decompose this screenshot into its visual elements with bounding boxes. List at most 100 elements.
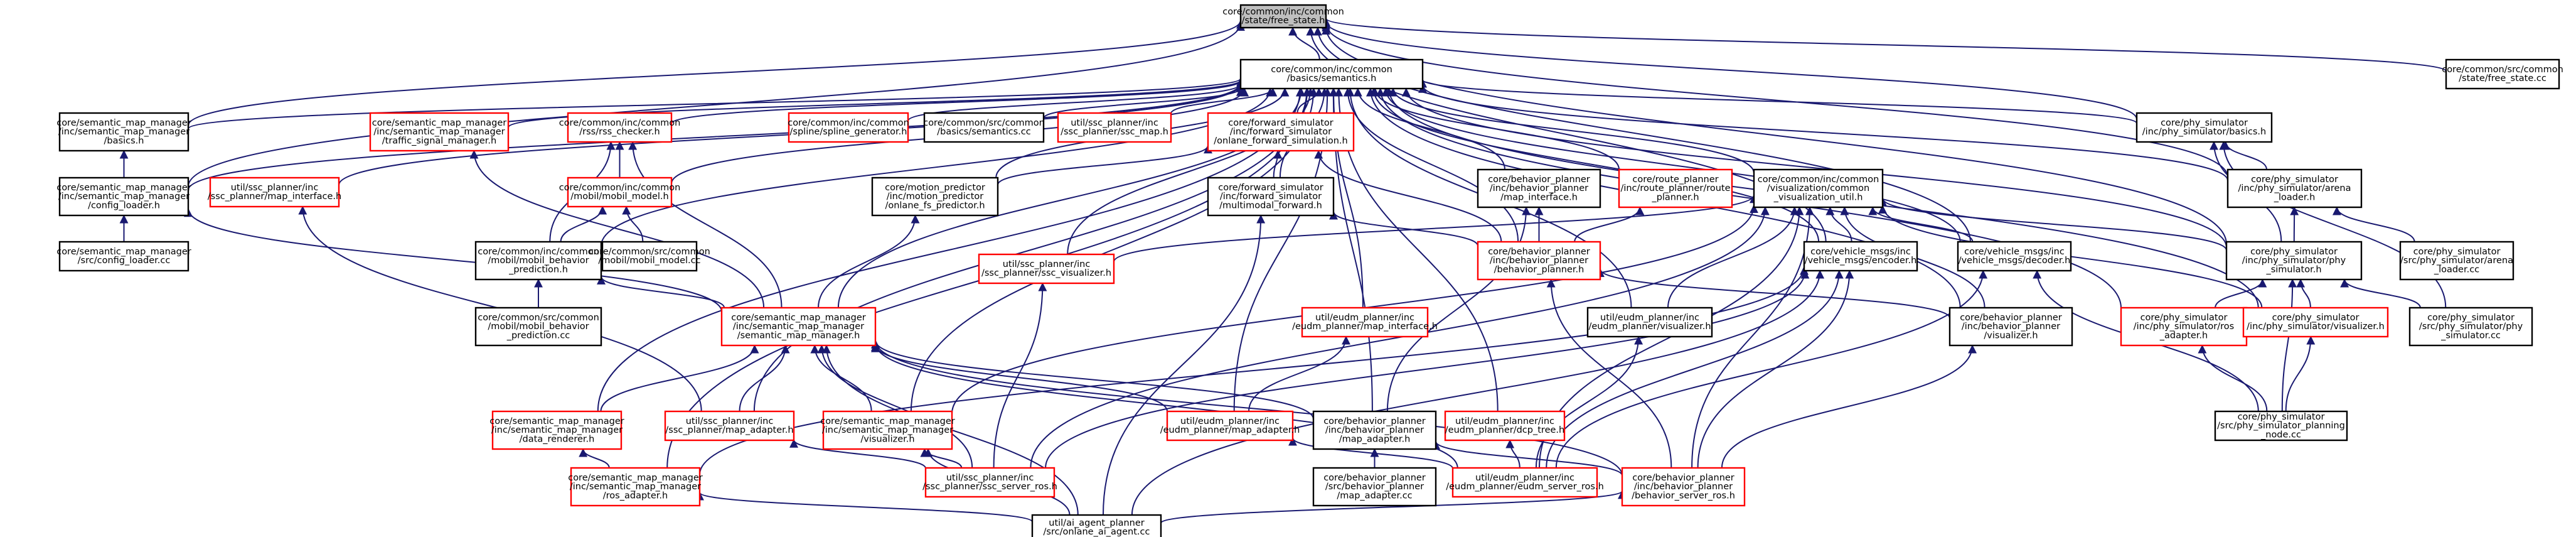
graph-node-phy_node[interactable]: core/phy_simulator/src/phy_simulator_pla…	[2214, 410, 2348, 442]
node-label-line: core/forward_simulator	[1218, 183, 1323, 193]
graph-node-phy_ros[interactable]: core/phy_simulator/inc/phy_simulator/ros…	[2120, 306, 2248, 347]
edge-smm_renderer-includes-smm_h	[600, 344, 759, 412]
node-label-line: core/motion_predictor	[885, 183, 985, 193]
node-label-line: /visualizer.h	[1984, 330, 2038, 340]
node-label-line: /basics/semantics.h	[1287, 73, 1377, 84]
node-label-line: /inc/forward_simulator	[1230, 127, 1332, 137]
graph-node-ssc_viz[interactable]: util/ssc_planner/inc/ssc_planner/ssc_vis…	[978, 253, 1115, 285]
node-label-line: core/phy_simulator	[2272, 313, 2360, 323]
node-box	[2408, 306, 2533, 347]
node-label-line: core/behavior_planner	[1323, 473, 1426, 483]
graph-node-mmforward[interactable]: core/forward_simulator/inc/forward_simul…	[1207, 176, 1335, 217]
graph-node-ssc_mapadapter[interactable]: util/ssc_planner/inc/ssc_planner/map_ada…	[664, 410, 795, 442]
graph-node-eudm_mapif[interactable]: util/eudm_planner/inc/eudm_planner/map_i…	[1292, 306, 1438, 338]
graph-node-smm_h[interactable]: core/semantic_map_manager/inc/semantic_m…	[720, 306, 877, 347]
node-box	[1948, 306, 2073, 347]
edge-bp_server-includes-vm_encoder	[1697, 269, 1854, 469]
graph-node-eudm_mapadapter[interactable]: util/eudm_planner/inc/eudm_planner/map_a…	[1160, 410, 1300, 442]
graph-node-ssc_mapif[interactable]: util/ssc_planner/inc/ssc_planner/map_int…	[208, 176, 341, 208]
edge-smm_config-includes-semantics_h	[188, 82, 1245, 190]
graph-node-smm_tsm[interactable]: core/semantic_map_manager/inc/semantic_m…	[369, 112, 510, 152]
graph-node-phy_cc[interactable]: core/phy_simulator/src/phy_simulator/phy…	[2408, 306, 2533, 347]
edge-phy_arena-includes-root	[1322, 23, 2228, 177]
edge-bp_server-includes-vizutil	[1691, 206, 1814, 469]
node-label-line: core/phy_simulator	[2140, 313, 2228, 323]
graph-node-fsc[interactable]: core/common/src/common/state/free_state.…	[2442, 58, 2563, 90]
graph-node-bp_mapadaptercc[interactable]: core/behavior_planner/src/behavior_plann…	[1312, 467, 1437, 507]
graph-node-phy_viz[interactable]: core/phy_simulator/inc/phy_simulator/vis…	[2242, 306, 2389, 338]
graph-node-semantics_h[interactable]: core/common/inc/common/basics/semantics.…	[1239, 58, 1424, 90]
edge-smm_h-includes-rss	[628, 141, 783, 308]
graph-node-eudm_dcp[interactable]: util/eudm_planner/inc/eudm_planner/dcp_t…	[1444, 410, 1566, 442]
node-label-line: _loader.h	[2274, 192, 2316, 202]
node-label-line: /eudm_planner/visualizer.h	[1588, 322, 1711, 332]
graph-node-bp_h[interactable]: core/behavior_planner/inc/behavior_plann…	[1477, 241, 1601, 281]
edge-eudm_server-includes-vm_decoder	[1555, 269, 1988, 469]
graph-node-smm_configcc[interactable]: core/semantic_map_manager/src/config_loa…	[56, 241, 191, 272]
node-label-line: /onlane_forward_simulation.h	[1214, 136, 1347, 146]
graph-node-eudm_viz[interactable]: util/eudm_planner/inc/eudm_planner/visua…	[1586, 306, 1713, 338]
node-label-line: core/route_planner	[1632, 175, 1718, 185]
node-box	[1166, 410, 1294, 442]
node-box	[1031, 514, 1162, 537]
graph-node-bp_server[interactable]: core/behavior_planner/inc/behavior_plann…	[1621, 467, 1746, 507]
graph-node-motion[interactable]: core/motion_predictor/inc/motion_predict…	[871, 176, 999, 217]
node-label-line: /inc/behavior_planner	[1490, 256, 1588, 266]
graph-node-smm_viz[interactable]: core/semantic_map_manager/inc/semantic_m…	[820, 410, 955, 450]
node-label-line: /inc/semantic_map_manager	[58, 127, 190, 137]
graph-node-mobil_behaviorcc[interactable]: core/common/src/common/mobil/mobil_behav…	[474, 306, 602, 347]
graph-node-ssc_server[interactable]: util/ssc_planner/inc/ssc_planner/ssc_ser…	[922, 467, 1057, 498]
node-label-line: util/eudm_planner/inc	[1600, 313, 1699, 323]
graph-node-root[interactable]: core/common/inc/common/state/free_state.…	[1222, 4, 1344, 29]
graph-node-fwdsim[interactable]: core/forward_simulator/inc/forward_simul…	[1207, 112, 1355, 152]
node-box	[2399, 241, 2515, 281]
node-box	[788, 112, 909, 143]
graph-node-sscmap[interactable]: util/ssc_planner/inc/ssc_planner/ssc_map…	[1057, 112, 1172, 143]
graph-node-smm_sm[interactable]: core/semantic_map_manager/inc/semantic_m…	[56, 112, 191, 152]
graph-node-semcc[interactable]: core/common/src/common/basics/semantics.…	[923, 112, 1045, 143]
graph-node-mobil_behavior[interactable]: core/common/inc/common/mobil/mobil_behav…	[474, 241, 602, 281]
node-label-line: /visualization/common	[1767, 183, 1870, 193]
graph-node-bp_viz[interactable]: core/behavior_planner/inc/behavior_plann…	[1948, 306, 2073, 347]
node-label-line: util/ssc_planner/inc	[686, 416, 774, 426]
node-box	[570, 467, 701, 507]
graph-node-phy_h[interactable]: core/phy_simulator/inc/phy_simulator/phy…	[2225, 241, 2363, 281]
node-label-line: /behavior_server_ros.h	[1632, 491, 1735, 501]
graph-node-phy_arena[interactable]: core/phy_simulator/inc/phy_simulator/are…	[2226, 168, 2363, 209]
graph-node-bp_mapadapter[interactable]: core/behavior_planner/inc/behavior_plann…	[1312, 410, 1437, 450]
edge-phy_arena-includes-phy_basics	[2221, 141, 2267, 170]
graph-node-smm_renderer[interactable]: core/semantic_map_manager/inc/semantic_m…	[489, 410, 624, 450]
node-label-line: _prediction.cc	[506, 330, 570, 340]
graph-node-smm_config[interactable]: core/semantic_map_manager/inc/semantic_m…	[56, 176, 191, 217]
edge-ssc_server-includes-smm_h	[817, 344, 973, 469]
graph-node-bp_mapif[interactable]: core/behavior_planner/inc/behavior_plann…	[1477, 168, 1601, 209]
node-label-line: /vehicle_msgs/encoder.h	[1805, 256, 1917, 266]
graph-node-vm_decoder[interactable]: core/vehicle_msgs/inc/vehicle_msgs/decod…	[1957, 241, 2072, 272]
graph-node-vm_encoder[interactable]: core/vehicle_msgs/inc/vehicle_msgs/encod…	[1803, 241, 1918, 272]
graph-node-mobilcc[interactable]: core/common/src/common/mobil/mobil_model…	[589, 241, 710, 272]
node-label-line: /map_adapter.cc	[1337, 491, 1412, 501]
graph-node-eudm_server[interactable]: util/eudm_planner/inc/eudm_planner/eudm_…	[1446, 467, 1604, 498]
graph-node-aiagent[interactable]: util/ai_agent_planner/src/onlane_ai_agen…	[1031, 514, 1162, 537]
edge-ssc_server-includes-ssc_mapadapter	[789, 438, 926, 469]
edge-smm_config-includes-root	[188, 22, 1245, 187]
graph-node-rss[interactable]: core/common/inc/common/rss/rss_checker.h	[559, 112, 681, 143]
node-box	[58, 241, 190, 272]
node-box	[978, 253, 1115, 285]
graph-node-mobil_h[interactable]: core/common/inc/common/mobil/mobil_model…	[559, 176, 681, 208]
node-label-line: core/phy_simulator	[2161, 118, 2248, 128]
edge-vm_decoder-includes-vizutil	[1868, 206, 1974, 242]
node-label-line: /onlane_fs_predictor.h	[885, 200, 985, 210]
node-label-line: core/common/inc/common	[1222, 7, 1344, 17]
node-label-line: /eudm_planner/map_interface.h	[1292, 322, 1438, 332]
node-label-line: _adapter.h	[2159, 330, 2208, 340]
graph-node-phy_arenacc[interactable]: core/phy_simulator/src/phy_simulator/are…	[2399, 241, 2515, 281]
graph-node-smm_ros[interactable]: core/semantic_map_manager/inc/semantic_m…	[568, 467, 703, 507]
graph-node-routeplanner[interactable]: core/route_planner/inc/route_planner/rou…	[1618, 168, 1733, 209]
graph-node-vizutil[interactable]: core/common/inc/common/visualization/com…	[1753, 168, 1884, 209]
edge-bp_server-includes-bp_viz	[1721, 344, 1977, 469]
graph-node-spline[interactable]: core/common/inc/common/spline/spline_gen…	[788, 112, 909, 143]
graph-node-phy_basics[interactable]: core/phy_simulator/inc/phy_simulator/bas…	[2135, 112, 2273, 143]
edge-smm_sm-includes-root	[188, 19, 1245, 126]
node-box	[567, 176, 673, 208]
